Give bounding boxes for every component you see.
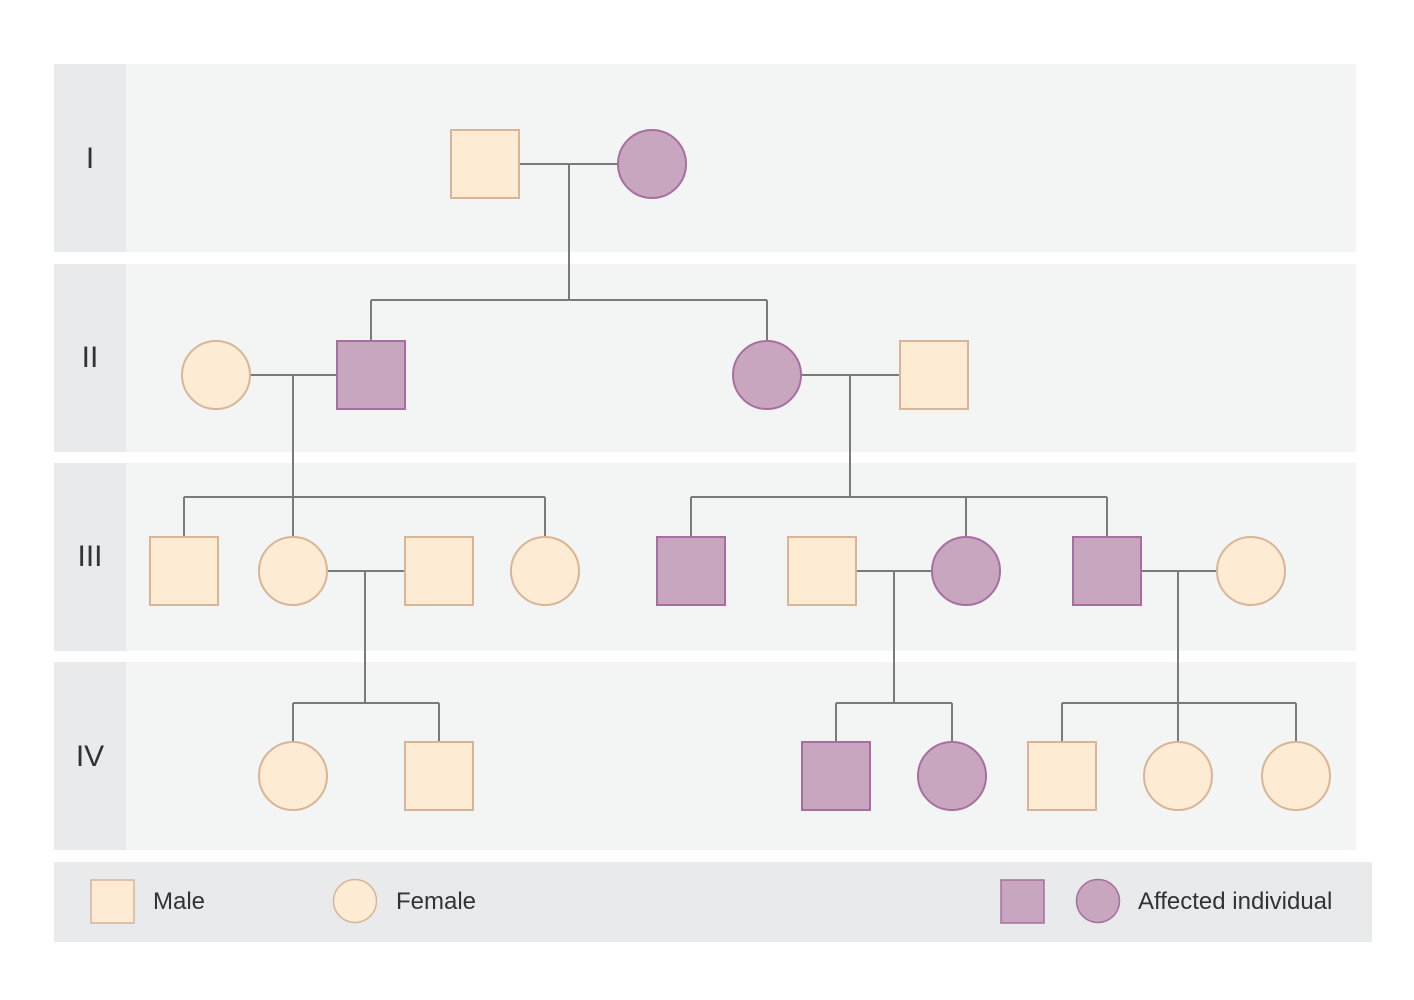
legend-affected-label: Affected individual <box>1138 888 1332 915</box>
individual-ii-1-female <box>181 340 251 410</box>
legend-affected-male-symbol <box>1000 879 1045 924</box>
individual-iii-9-female <box>1216 536 1286 606</box>
individual-i-1-male <box>450 129 520 199</box>
individual-iv-4-affected-female <box>917 741 987 811</box>
individual-ii-2-affected-male <box>336 340 406 410</box>
generation-row-i <box>54 64 1356 252</box>
generation-label-bg-iii <box>54 463 126 651</box>
legend-female-label: Female <box>396 888 476 915</box>
generation-label-bg-ii <box>54 264 126 452</box>
individual-iv-7-female <box>1261 741 1331 811</box>
legend-male-label: Male <box>153 888 205 915</box>
individual-ii-3-affected-female <box>732 340 802 410</box>
relationship-lines <box>183 163 1297 742</box>
individual-iv-2-male <box>404 741 474 811</box>
individual-iii-5-affected-male <box>656 536 726 606</box>
individual-iii-8-affected-male <box>1072 536 1142 606</box>
individual-iv-3-affected-male <box>801 741 871 811</box>
individual-iii-4-female <box>510 536 580 606</box>
individual-iv-1-female <box>258 741 328 811</box>
individual-iii-3-male <box>404 536 474 606</box>
individual-iv-5-male <box>1027 741 1097 811</box>
legend-background <box>54 862 1372 942</box>
individual-iv-6-female <box>1143 741 1213 811</box>
generation-labels: I II III IV <box>76 142 104 773</box>
generation-rows <box>54 64 1356 850</box>
generation-label-ii: II <box>82 341 99 374</box>
individual-iii-2-female <box>258 536 328 606</box>
legend-female-symbol <box>332 878 378 924</box>
legend-affected-female-symbol <box>1075 878 1121 924</box>
individual-iii-6-male <box>787 536 857 606</box>
legend: Male Female Affected individual <box>54 862 1372 942</box>
individual-i-2-affected-female <box>617 129 687 199</box>
generation-label-iv: IV <box>76 740 104 773</box>
individual-iii-7-affected-female <box>931 536 1001 606</box>
individual-ii-4-male <box>899 340 969 410</box>
generation-label-bg-i <box>54 64 126 252</box>
individuals <box>149 129 1331 811</box>
generation-row-ii <box>54 264 1356 452</box>
generation-label-iii: III <box>77 540 102 573</box>
generation-label-i: I <box>86 142 94 175</box>
legend-male-symbol <box>90 879 135 924</box>
generation-label-bg-iv <box>54 662 126 850</box>
individual-iii-1-male <box>149 536 219 606</box>
